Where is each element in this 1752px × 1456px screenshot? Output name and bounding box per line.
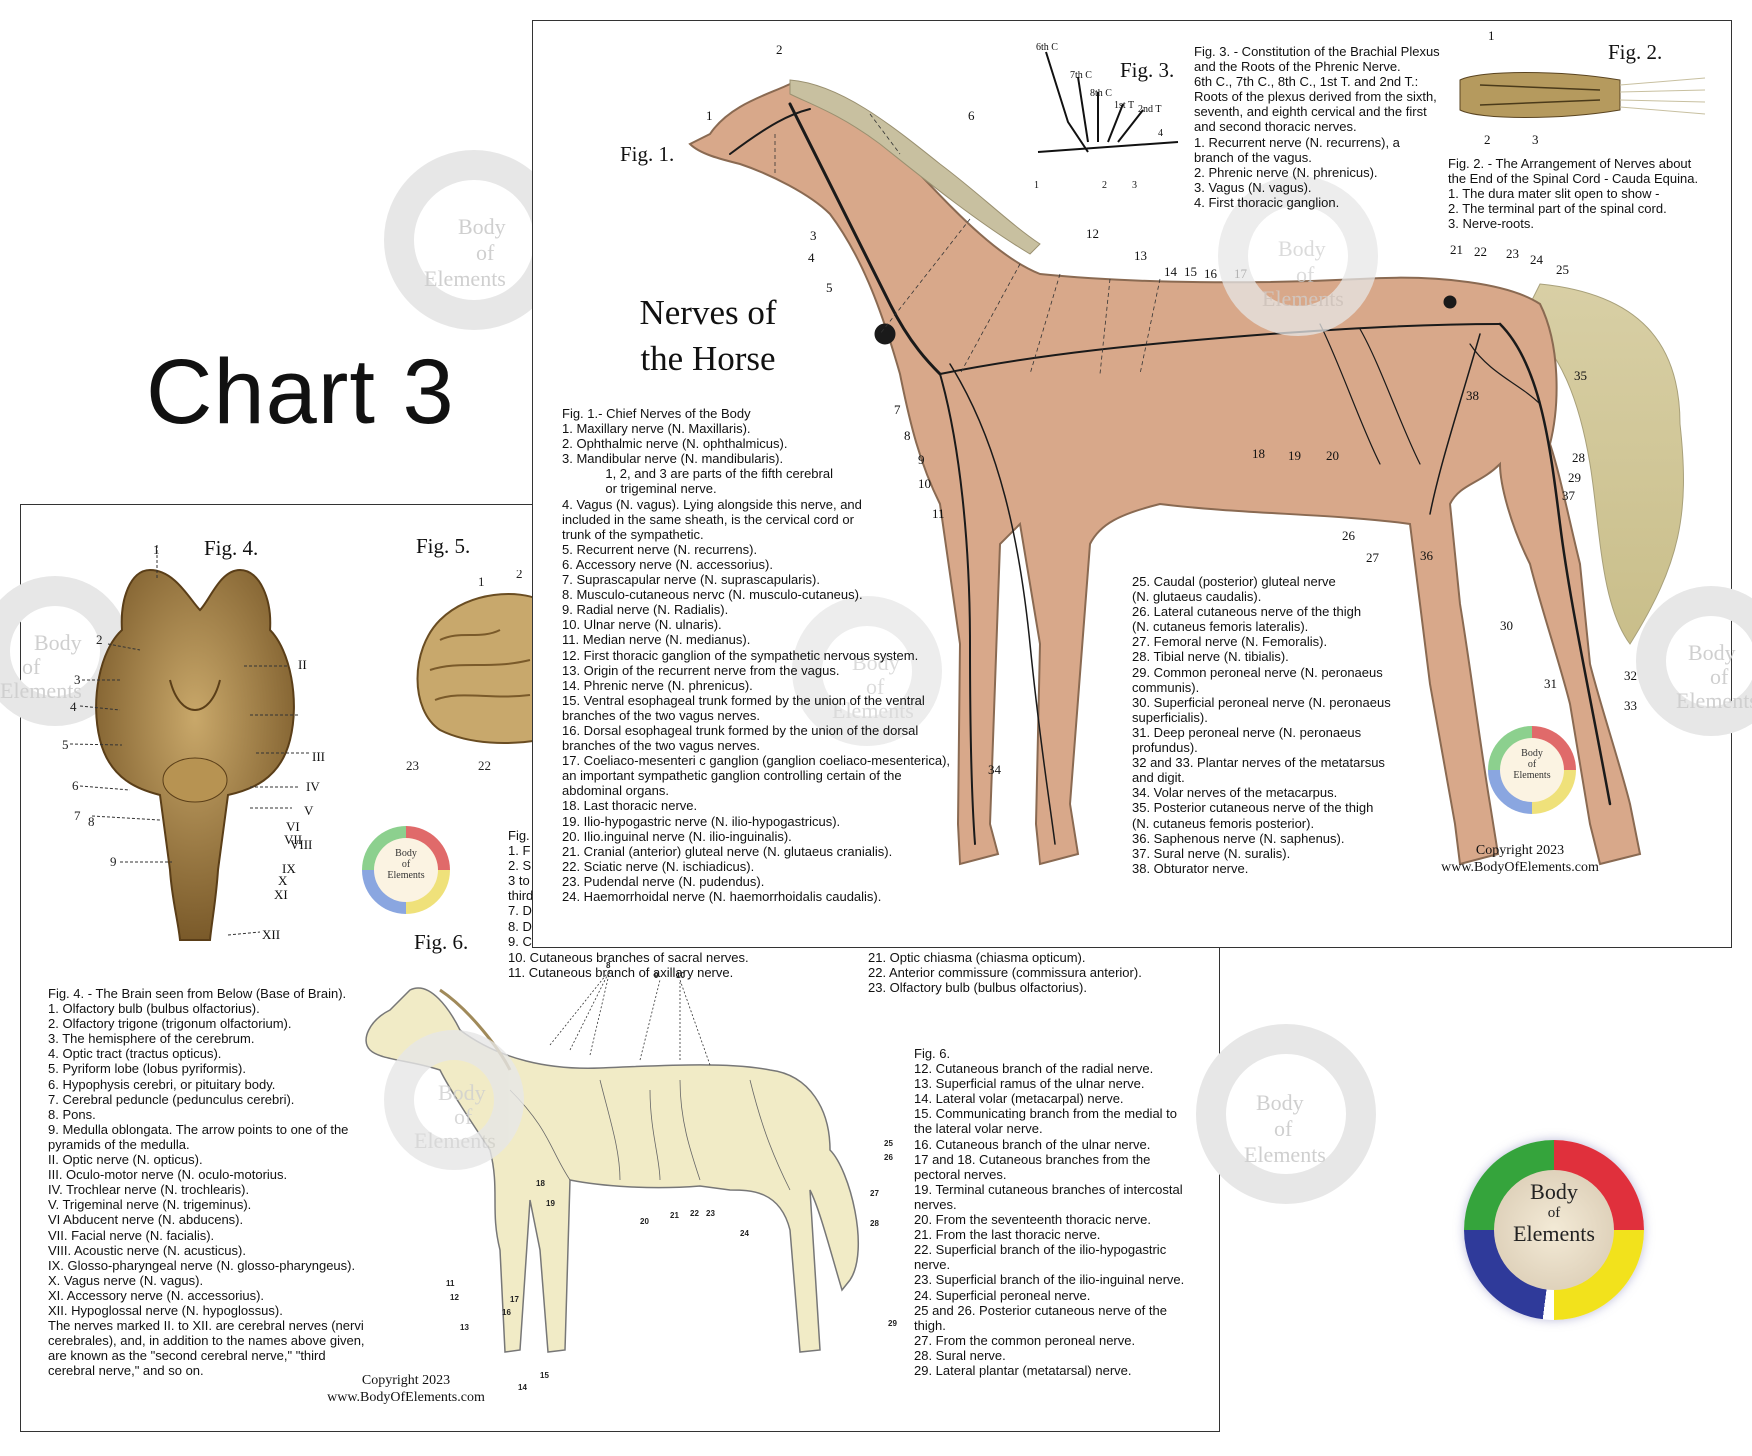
watermark-logo: Body of Elements xyxy=(384,1030,524,1170)
fig5-legend-right: 21. Optic chiasma (chiasma opticum).22. … xyxy=(868,950,1142,996)
svg-text:1: 1 xyxy=(478,574,485,589)
svg-text:3: 3 xyxy=(1532,132,1539,147)
svg-text:29: 29 xyxy=(888,1319,897,1328)
svg-text:6: 6 xyxy=(72,778,79,793)
svg-text:6th C: 6th C xyxy=(1036,42,1058,53)
svg-text:4: 4 xyxy=(70,699,77,714)
fig6-legend: Fig. 6.12. Cutaneous branch of the radia… xyxy=(914,1046,1185,1378)
svg-text:25: 25 xyxy=(884,1139,893,1148)
svg-text:19: 19 xyxy=(546,1199,555,1208)
svg-text:3: 3 xyxy=(74,672,81,687)
svg-text:9: 9 xyxy=(110,854,117,869)
svg-text:2: 2 xyxy=(516,570,523,581)
svg-text:8: 8 xyxy=(606,961,611,970)
fig5-brain-side-illustration: 1 2 23 22 xyxy=(406,570,540,770)
svg-text:18: 18 xyxy=(536,1179,545,1188)
svg-text:1: 1 xyxy=(1034,180,1039,191)
svg-text:10: 10 xyxy=(676,971,685,980)
svg-text:8: 8 xyxy=(88,814,95,829)
svg-text:28: 28 xyxy=(870,1219,879,1228)
fig1-horse-illustration xyxy=(688,79,1684,866)
svg-text:1: 1 xyxy=(153,542,160,557)
chart-label: Chart 3 xyxy=(146,341,455,443)
fig5-legend-tail: 10. Cutaneous branches of sacral nerves.… xyxy=(508,950,749,981)
svg-text:2nd T: 2nd T xyxy=(1138,104,1161,115)
svg-text:23: 23 xyxy=(406,758,419,770)
svg-text:1st T: 1st T xyxy=(1114,100,1134,111)
svg-text:12: 12 xyxy=(450,1293,459,1302)
svg-text:9: 9 xyxy=(654,971,659,980)
svg-text:8th C: 8th C xyxy=(1090,88,1112,99)
svg-text:1: 1 xyxy=(1488,30,1495,43)
svg-text:3: 3 xyxy=(1132,180,1137,191)
svg-text:14: 14 xyxy=(518,1383,527,1392)
fig3-brachial-plexus-illustration: 6th C 7th C 8th C 1st T 2nd T 1 2 3 4 xyxy=(1034,42,1179,191)
fig6-horse-illustration: 8 9 10 11 12 17 16 13 15 14 20 21 22 23 24 25 26 27 2… xyxy=(365,961,897,1392)
svg-text:7: 7 xyxy=(74,808,81,823)
svg-text:20: 20 xyxy=(640,1217,649,1226)
svg-text:24: 24 xyxy=(740,1229,749,1238)
fig3-label: Fig. 3. xyxy=(1120,58,1175,82)
svg-text:15: 15 xyxy=(540,1371,549,1380)
svg-text:2: 2 xyxy=(96,632,103,647)
fig2-legend: Fig. 2. - The Arrangement of Nerves abou… xyxy=(1448,156,1699,232)
fig1-label: Fig. 1. xyxy=(620,142,675,166)
svg-text:17: 17 xyxy=(510,1295,519,1304)
fig6-label: Fig. 6. xyxy=(414,930,469,954)
svg-text:2: 2 xyxy=(1102,180,1107,191)
svg-text:7th C: 7th C xyxy=(1070,70,1092,81)
svg-text:11: 11 xyxy=(446,1279,455,1288)
svg-text:26: 26 xyxy=(884,1153,893,1162)
svg-text:21: 21 xyxy=(670,1211,679,1220)
fig4-label: Fig. 4. xyxy=(204,536,259,560)
svg-text:4: 4 xyxy=(1158,128,1163,139)
svg-text:22: 22 xyxy=(690,1209,699,1218)
fig3-legend: Fig. 3. - Constitution of the Brachial P… xyxy=(1194,44,1440,210)
fig2-label: Fig. 2. xyxy=(1608,40,1663,64)
svg-text:22: 22 xyxy=(478,758,491,770)
brand-logo: Body of Elements xyxy=(1464,1140,1644,1320)
svg-text:5: 5 xyxy=(62,737,69,752)
fig2-cauda-equina-illustration: 1 2 3 xyxy=(1459,30,1706,147)
svg-text:13: 13 xyxy=(460,1323,469,1332)
svg-text:27: 27 xyxy=(870,1189,879,1198)
watermark-logo: Body of Elements xyxy=(1196,1024,1376,1204)
fig4-legend: Fig. 4. - The Brain seen from Below (Bas… xyxy=(48,986,365,1379)
svg-text:23: 23 xyxy=(706,1209,715,1218)
svg-text:16: 16 xyxy=(502,1308,511,1317)
fig1-legend-continued: 25. Caudal (posterior) gluteal nerve(N. … xyxy=(1132,574,1391,876)
fig5-label: Fig. 5. xyxy=(416,534,471,558)
svg-text:2: 2 xyxy=(1484,132,1491,147)
